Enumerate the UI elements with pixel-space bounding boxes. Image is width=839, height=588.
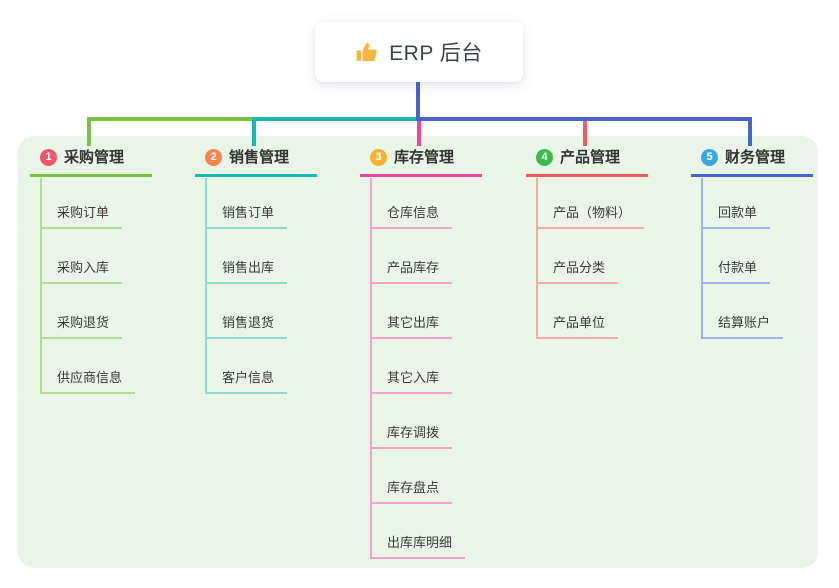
branch-label: 库存管理 xyxy=(394,149,455,166)
connector-line-finance xyxy=(416,117,752,121)
leaf-node[interactable]: 付款单 xyxy=(701,259,771,284)
branch-children-spine xyxy=(536,178,538,339)
branch-node[interactable]: 4 产品管理 xyxy=(536,148,620,167)
branch-children-spine xyxy=(701,178,703,339)
leaf-node[interactable]: 产品单位 xyxy=(536,314,619,339)
leaf-node[interactable]: 结算账户 xyxy=(701,314,784,339)
branch-index-badge: 3 xyxy=(370,149,387,166)
branch-underline xyxy=(526,174,648,177)
leaf-node[interactable]: 销售订单 xyxy=(205,204,288,229)
leaf-node[interactable]: 采购退货 xyxy=(40,314,123,339)
leaf-node[interactable]: 产品分类 xyxy=(536,259,619,284)
leaf-node[interactable]: 仓库信息 xyxy=(370,204,453,229)
branch-label: 财务管理 xyxy=(725,149,786,166)
leaf-node[interactable]: 回款单 xyxy=(701,204,771,229)
branch-label: 销售管理 xyxy=(229,149,290,166)
leaf-node[interactable]: 其它入库 xyxy=(370,369,453,394)
leaf-node[interactable]: 其它出库 xyxy=(370,314,453,339)
leaf-node[interactable]: 产品（物料） xyxy=(536,204,645,229)
branch-node[interactable]: 5 财务管理 xyxy=(701,148,785,167)
leaf-node[interactable]: 库存盘点 xyxy=(370,479,453,504)
leaf-node[interactable]: 库存调拨 xyxy=(370,424,453,449)
branch-underline xyxy=(360,174,482,177)
branch-children-spine xyxy=(205,178,207,394)
connector-drop-line xyxy=(417,121,421,146)
leaf-node[interactable]: 采购入库 xyxy=(40,259,123,284)
root-node-title: ERP 后台 xyxy=(389,42,483,65)
branch-children-spine xyxy=(370,178,372,559)
leaf-node[interactable]: 客户信息 xyxy=(205,369,288,394)
connector-line-sales xyxy=(252,117,420,121)
leaf-node[interactable]: 采购订单 xyxy=(40,204,123,229)
branch-index-badge: 4 xyxy=(536,149,553,166)
branch-label: 产品管理 xyxy=(560,149,621,166)
connector-drop-line xyxy=(583,121,587,146)
branches-panel xyxy=(18,136,818,568)
leaf-node[interactable]: 供应商信息 xyxy=(40,369,136,394)
leaf-node[interactable]: 销售退货 xyxy=(205,314,288,339)
branch-underline xyxy=(691,174,813,177)
leaf-node[interactable]: 出库库明细 xyxy=(370,534,466,559)
connector-drop-line xyxy=(748,121,752,146)
branch-index-badge: 5 xyxy=(701,149,718,166)
branch-index-badge: 1 xyxy=(40,149,57,166)
leaf-node[interactable]: 销售出库 xyxy=(205,259,288,284)
thumbs-up-icon xyxy=(356,42,377,61)
root-connector-line xyxy=(416,80,420,117)
root-node[interactable]: ERP 后台 xyxy=(315,22,523,82)
connector-drop-line xyxy=(87,121,91,146)
branch-underline xyxy=(30,174,152,177)
branch-node[interactable]: 3 库存管理 xyxy=(370,148,454,167)
branch-label: 采购管理 xyxy=(64,149,125,166)
branch-node[interactable]: 2 销售管理 xyxy=(205,148,289,167)
branch-index-badge: 2 xyxy=(205,149,222,166)
leaf-node[interactable]: 产品库存 xyxy=(370,259,453,284)
branch-node[interactable]: 1 采购管理 xyxy=(40,148,124,167)
branch-children-spine xyxy=(40,178,42,394)
connector-drop-line xyxy=(252,121,256,146)
branch-underline xyxy=(195,174,317,177)
